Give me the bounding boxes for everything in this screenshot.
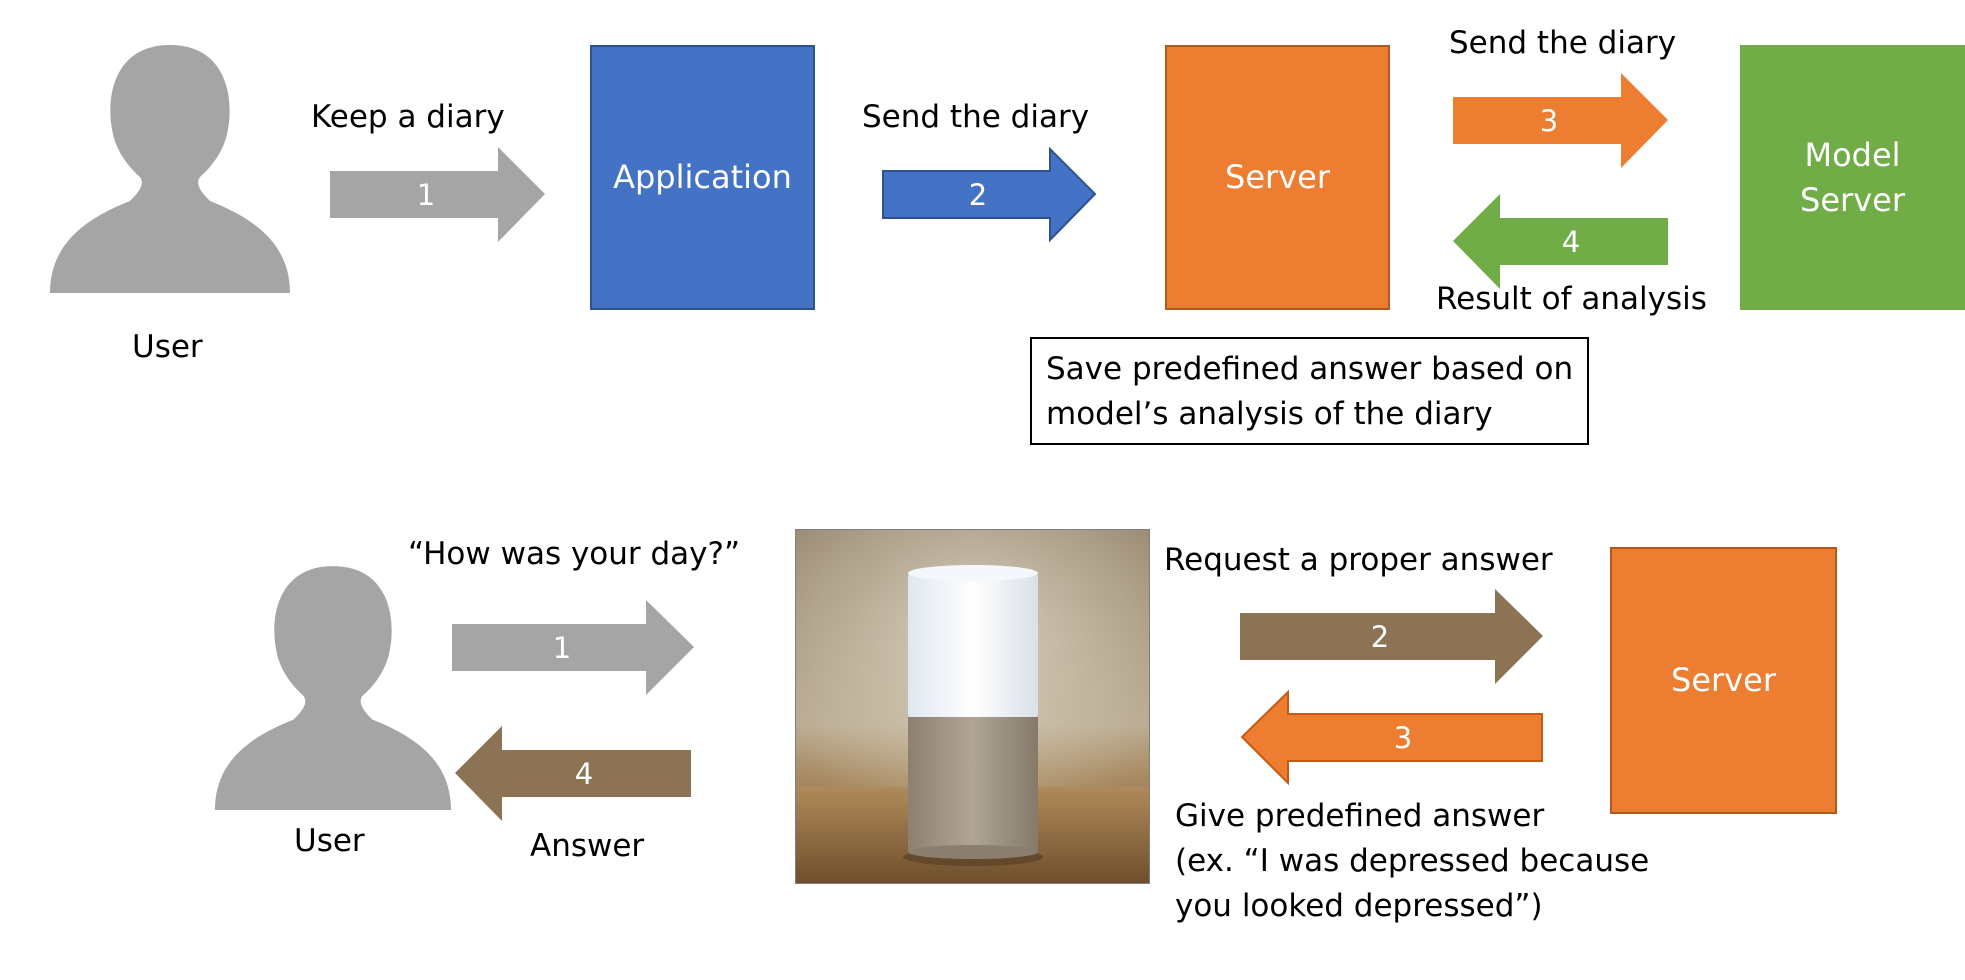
send-diary-label-1: Send the diary [862, 99, 1090, 135]
arrow-1-number-bottom: 1 [553, 631, 571, 665]
arrow-1-number: 1 [417, 178, 435, 212]
arrow-1-right-bottom: 1 [452, 600, 694, 695]
note-box: Save predefined answer based on model’s … [1030, 337, 1589, 445]
model-server-box: Model Server [1740, 45, 1965, 310]
note-line-1: Save predefined answer based on [1046, 351, 1574, 387]
arrow-2-right-bottom: 2 [1240, 589, 1543, 684]
server-box-bottom: Server [1610, 547, 1837, 814]
answer-label: Answer [530, 828, 645, 864]
send-diary-label-2: Send the diary [1449, 25, 1677, 61]
request-label: Request a proper answer [1164, 542, 1553, 578]
user-icon [215, 566, 451, 810]
keep-diary-label: Keep a diary [311, 99, 505, 135]
model-server-label-line1: Model [1804, 135, 1901, 174]
server-label-bottom: Server [1671, 661, 1776, 700]
application-label: Application [613, 158, 792, 197]
question-label: “How was your day?” [408, 536, 741, 572]
arrow-4-left: 4 [1453, 194, 1668, 289]
arrow-4-number-bottom: 4 [575, 757, 593, 791]
give-answer-label: Give predefined answer (ex. “I was depre… [1175, 794, 1649, 929]
model-server-label-line2: Server [1800, 180, 1905, 219]
result-analysis-label: Result of analysis [1436, 281, 1707, 317]
application-box: Application [590, 45, 815, 310]
arrow-2-right: 2 [882, 146, 1097, 243]
give-answer-line-3: you looked depressed”) [1175, 887, 1543, 924]
user-label-bottom: User [294, 823, 365, 859]
arrow-3-number-bottom: 3 [1394, 721, 1412, 755]
server-label: Server [1225, 158, 1330, 197]
give-answer-line-1: Give predefined answer [1175, 798, 1545, 834]
arrow-4-left-bottom: 4 [455, 726, 691, 821]
arrow-1-right: 1 [330, 147, 545, 242]
user-icon [50, 45, 290, 293]
note-line-2: model’s analysis of the diary [1046, 395, 1493, 432]
give-answer-line-2: (ex. “I was depressed because [1175, 842, 1650, 879]
arrow-2-number: 2 [969, 178, 987, 212]
arrow-2-number-bottom: 2 [1371, 620, 1389, 654]
arrow-3-right: 3 [1453, 73, 1668, 168]
arrow-4-number: 4 [1562, 225, 1580, 259]
arrow-3-left-bottom: 3 [1240, 689, 1543, 786]
smart-speaker-image [795, 529, 1150, 884]
user-label: User [132, 329, 203, 365]
arrow-3-number: 3 [1540, 104, 1558, 138]
server-box: Server [1165, 45, 1390, 310]
